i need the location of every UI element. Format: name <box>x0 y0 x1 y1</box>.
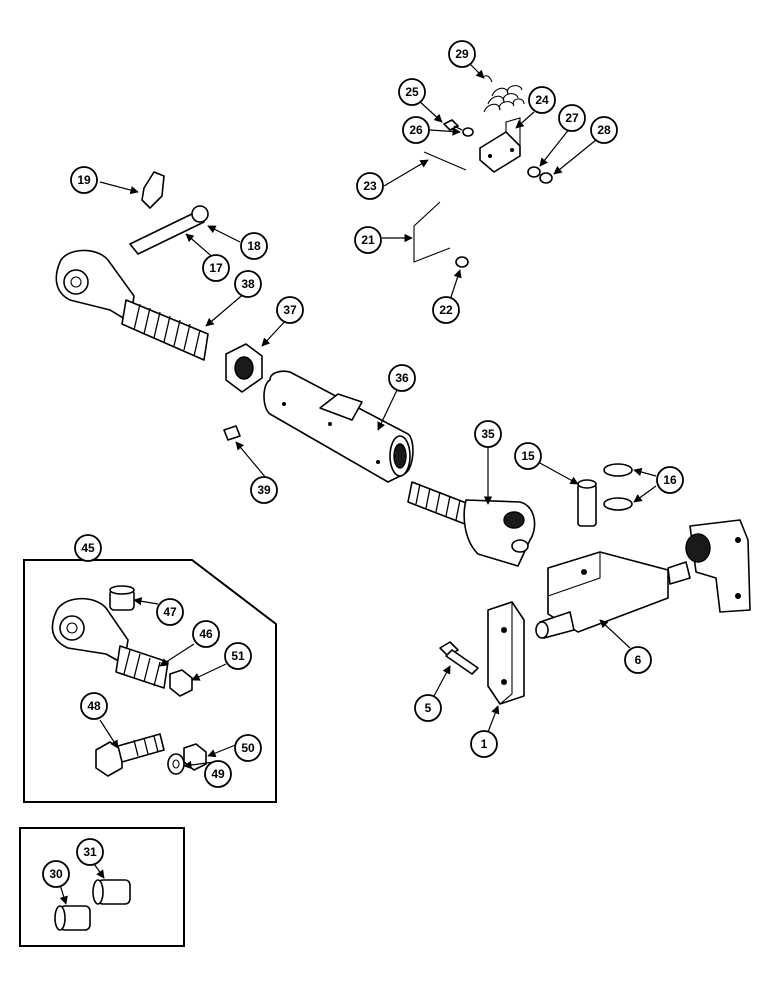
svg-text:22: 22 <box>439 303 453 317</box>
callout-29: 29 <box>448 40 476 68</box>
callout-22: 22 <box>432 296 460 324</box>
svg-text:47: 47 <box>163 605 177 619</box>
callout-24: 24 <box>528 86 556 114</box>
svg-text:37: 37 <box>283 303 297 317</box>
leader-lines <box>57 63 657 905</box>
kit-bolt-part <box>95 733 165 777</box>
plate-part <box>487 601 525 705</box>
callout-28: 28 <box>590 116 618 144</box>
rod-end-part <box>55 249 209 361</box>
callout-18: 18 <box>240 232 268 260</box>
callout-1: 1 <box>470 730 498 758</box>
callout-36: 36 <box>388 364 416 392</box>
clevis-part <box>407 481 536 567</box>
bolt-part <box>439 641 479 675</box>
svg-text:16: 16 <box>663 473 677 487</box>
svg-text:50: 50 <box>241 741 255 755</box>
svg-text:24: 24 <box>535 93 549 107</box>
callout-48: 48 <box>80 692 108 720</box>
callout-46: 46 <box>192 620 220 648</box>
bushing-31-part <box>92 879 131 905</box>
svg-text:30: 30 <box>49 867 63 881</box>
callout-5: 5 <box>414 694 442 722</box>
svg-text:27: 27 <box>565 111 579 125</box>
screw-part <box>443 119 474 137</box>
svg-text:49: 49 <box>211 767 225 781</box>
callout-25: 25 <box>398 78 426 106</box>
kit-washer-part <box>167 753 185 775</box>
callout-17: 17 <box>202 254 230 282</box>
callout-50: 50 <box>234 734 262 762</box>
svg-text:18: 18 <box>247 239 261 253</box>
callout-38: 38 <box>234 270 262 298</box>
callout-19: 19 <box>70 166 98 194</box>
callout-15: 15 <box>514 442 542 470</box>
bushing-inset-frame <box>19 827 185 947</box>
clevis-pin-part <box>577 479 597 527</box>
turnbuckle-part <box>263 370 414 483</box>
svg-text:15: 15 <box>521 449 535 463</box>
rod-part <box>413 151 467 263</box>
callout-23: 23 <box>356 172 384 200</box>
svg-text:21: 21 <box>361 233 375 247</box>
svg-text:23: 23 <box>363 179 377 193</box>
callout-51: 51 <box>224 642 252 670</box>
svg-text:26: 26 <box>409 123 423 137</box>
svg-text:36: 36 <box>395 371 409 385</box>
svg-text:39: 39 <box>257 483 271 497</box>
callout-21: 21 <box>354 226 382 254</box>
kit-nut-part <box>169 669 193 697</box>
callout-39: 39 <box>250 476 278 504</box>
kit-rod-end-part <box>51 597 169 689</box>
svg-text:1: 1 <box>481 737 488 751</box>
svg-text:45: 45 <box>81 541 95 555</box>
svg-text:6: 6 <box>635 653 642 667</box>
nuts-part <box>527 166 553 184</box>
callout-47: 47 <box>156 598 184 626</box>
svg-text:51: 51 <box>231 649 245 663</box>
callout-6: 6 <box>624 646 652 674</box>
mounting-bracket-part <box>685 519 751 613</box>
svg-text:25: 25 <box>405 85 419 99</box>
callout-45: 45 <box>74 534 102 562</box>
svg-text:35: 35 <box>481 427 495 441</box>
pin-part <box>129 205 209 255</box>
clip-part <box>455 256 469 268</box>
callout-27: 27 <box>558 104 586 132</box>
callout-26: 26 <box>402 116 430 144</box>
arm-part <box>535 551 691 639</box>
svg-text:5: 5 <box>425 701 432 715</box>
bracket-part <box>479 117 521 173</box>
callout-49: 49 <box>204 760 232 788</box>
callout-35: 35 <box>474 420 502 448</box>
callout-37: 37 <box>276 296 304 324</box>
svg-text:46: 46 <box>199 627 213 641</box>
kit-bushing-part <box>109 585 135 611</box>
spring-part <box>481 75 525 113</box>
svg-text:38: 38 <box>241 277 255 291</box>
kit-inset-frame <box>23 559 277 803</box>
grease-fitting-part <box>223 425 241 441</box>
retaining-rings-part <box>603 463 633 511</box>
svg-text:29: 29 <box>455 47 469 61</box>
bushing-30-part <box>54 905 91 931</box>
pin-clip-part <box>141 171 165 209</box>
svg-text:31: 31 <box>83 845 97 859</box>
svg-text:28: 28 <box>597 123 611 137</box>
jam-nut-part <box>225 343 263 393</box>
callout-16: 16 <box>656 466 684 494</box>
svg-text:48: 48 <box>87 699 101 713</box>
svg-text:17: 17 <box>209 261 223 275</box>
callout-31: 31 <box>76 838 104 866</box>
callout-30: 30 <box>42 860 70 888</box>
svg-text:19: 19 <box>77 173 91 187</box>
